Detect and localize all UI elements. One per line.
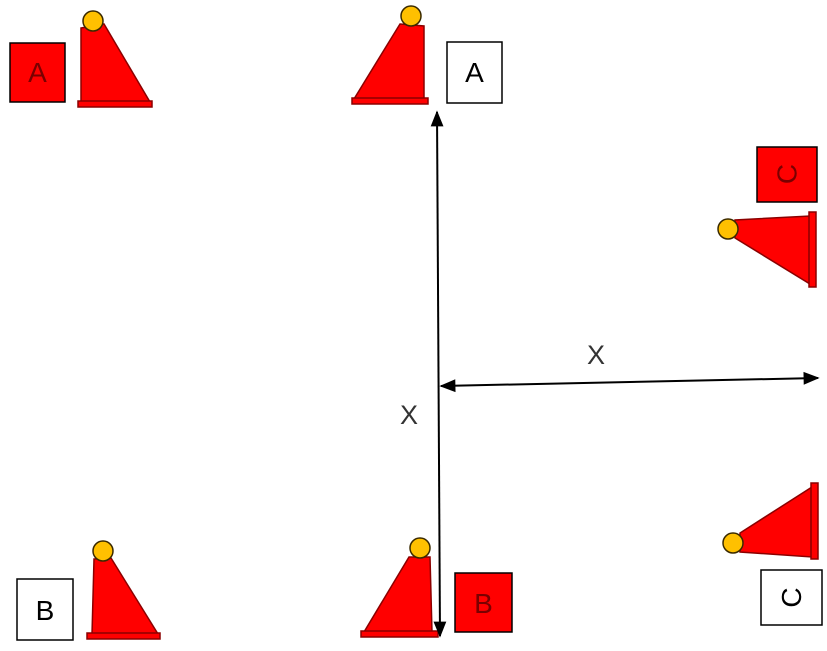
label-box-bottom-middle: B [454, 572, 513, 633]
vertical-dimension-label: X [400, 400, 418, 430]
label-right-lower: C [776, 587, 807, 607]
vertical-dimension-arrow [430, 110, 447, 638]
label-bottom-middle: B [474, 588, 493, 619]
label-box-top-middle: A [446, 41, 503, 104]
traffic-cone-icon [717, 211, 817, 288]
label-box-right-lower: C [760, 569, 823, 626]
traffic-cone-icon [351, 5, 429, 105]
traffic-cone-icon [360, 537, 439, 638]
label-box-bottom-left: B [16, 578, 74, 641]
ball-icon [717, 218, 739, 240]
horizontal-dimension-label: X [587, 340, 605, 370]
label-top-left: A [28, 57, 47, 88]
label-right-upper: C [772, 164, 803, 184]
ball-icon [92, 540, 114, 562]
ball-icon [82, 10, 104, 32]
ball-icon [400, 5, 422, 27]
label-top-middle: A [465, 57, 484, 88]
label-box-right-upper: C [756, 146, 818, 203]
traffic-cone-icon [77, 10, 153, 108]
ball-icon [409, 537, 431, 559]
traffic-cone-icon [86, 540, 161, 640]
label-box-top-left: A [9, 42, 66, 103]
traffic-cone-icon [722, 482, 819, 560]
horizontal-dimension-arrow [439, 371, 820, 393]
ball-icon [722, 532, 744, 554]
label-bottom-left: B [36, 595, 55, 626]
